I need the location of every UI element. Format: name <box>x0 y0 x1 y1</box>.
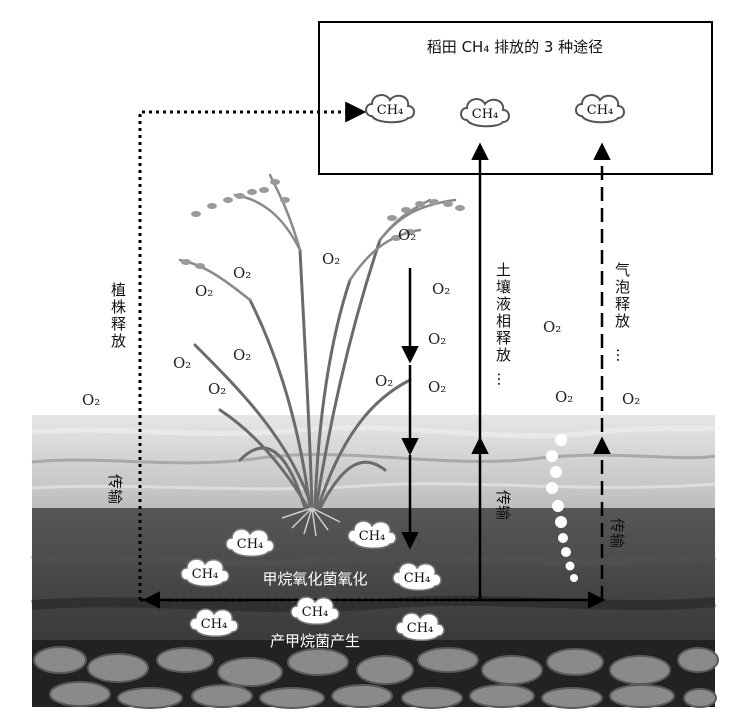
ch4-clouds-soil: CH₄ CH₄ CH₄ CH₄ CH₄ CH₄ CH₄ <box>180 520 445 641</box>
bubble-release-dots: ... <box>613 348 631 362</box>
o2-label: O₂ <box>428 378 446 396</box>
ch4-label: CH₄ <box>377 103 404 118</box>
gas-bubbles <box>546 434 578 582</box>
stone-layer <box>32 640 719 709</box>
o2-label: O₂ <box>233 264 251 282</box>
ch4-label: CH₄ <box>587 103 614 118</box>
o2-label: O₂ <box>375 372 393 390</box>
o2-molecules: O₂ O₂ O₂ O₂ O₂ O₂ O₂ O₂ O₂ O₂ O₂ O₂ O₂ O… <box>82 226 640 409</box>
bubble-release-label: 气泡释放 <box>613 262 631 330</box>
o2-label: O₂ <box>82 391 100 409</box>
ch4-clouds-top: CH₄ CH₄ CH₄ <box>365 94 625 128</box>
production-label: 产甲烷菌产生 <box>270 632 360 650</box>
liquid-release-dots: ... <box>494 372 512 386</box>
o2-label: O₂ <box>543 318 561 336</box>
o2-label: O₂ <box>398 226 416 244</box>
o2-label: O₂ <box>322 250 340 268</box>
transport-label-plant: 传输 <box>106 474 124 504</box>
transport-label-liquid: 传输 <box>494 490 512 520</box>
bubble-pathway <box>480 142 611 609</box>
liquid-release-label: 土壤液相释放 <box>494 262 512 364</box>
o2-label: O₂ <box>173 354 191 372</box>
ch4-label: CH₄ <box>201 617 228 632</box>
ch4-label: CH₄ <box>359 529 386 544</box>
rice-plant <box>178 173 465 537</box>
o2-label: O₂ <box>195 282 213 300</box>
oxidation-label: 甲烷氧化菌氧化 <box>262 570 367 588</box>
plant-release-label: 植株释放 <box>109 282 127 350</box>
o2-label: O₂ <box>428 330 446 348</box>
ch4-label: CH₄ <box>192 567 219 582</box>
o2-label: O₂ <box>208 380 226 398</box>
diagram-title: 稻田 CH₄ 排放的 3 种途径 <box>427 38 603 56</box>
ch4-label: CH₄ <box>472 107 499 122</box>
o2-label: O₂ <box>432 280 450 298</box>
ch4-label: CH₄ <box>407 621 434 636</box>
ch4-label: CH₄ <box>302 605 329 620</box>
ch4-label: CH₄ <box>237 537 264 552</box>
o2-label: O₂ <box>233 346 251 364</box>
o2-label: O₂ <box>622 390 640 408</box>
o2-label: O₂ <box>555 388 573 406</box>
ch4-label: CH₄ <box>404 571 431 586</box>
transport-label-bubble: 传输 <box>608 518 626 548</box>
